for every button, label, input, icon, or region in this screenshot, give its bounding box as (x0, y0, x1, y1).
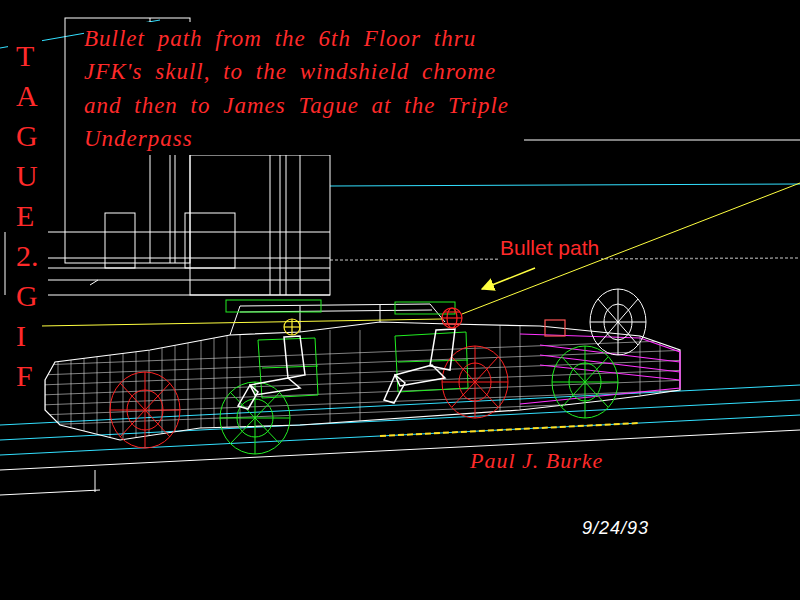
file-name-label: TAGUE2.GIF (16, 36, 34, 396)
callout-label: Bullet path (500, 236, 599, 260)
bullet-path (40, 183, 800, 326)
file-name-label-block: TAGUE2.GIF (8, 36, 42, 396)
date-label-block: 9/24/93 (580, 518, 651, 539)
author-label-block: Paul J. Burke (468, 448, 605, 474)
author-label: Paul J. Burke (470, 448, 603, 474)
date-label: 9/24/93 (582, 518, 649, 539)
title-text: Bullet path from the 6th Floor thru JFK'… (84, 22, 524, 155)
callout-label-block: Bullet path (498, 236, 601, 260)
limousine-wireframe (40, 289, 690, 454)
background-lines (0, 20, 800, 260)
title-block: Bullet path from the 6th Floor thru JFK'… (84, 22, 524, 155)
